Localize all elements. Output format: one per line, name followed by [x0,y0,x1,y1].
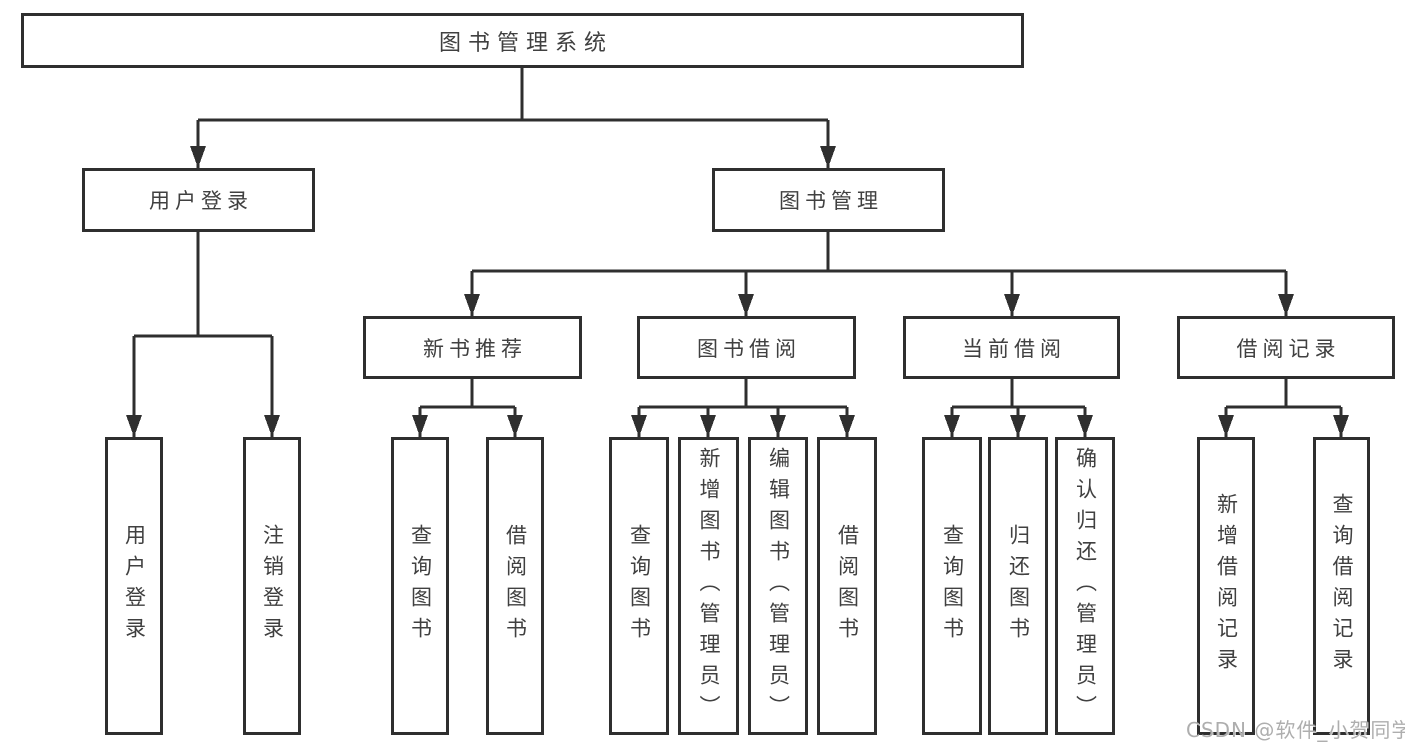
node-label: 新增图书（管理员） [697,446,721,726]
leaf-add-borrowing-record: 新增借阅记录 [1197,437,1255,735]
node-label: 注销登录 [260,524,285,648]
leaf-confirm-return-admin: 确认归还（管理员） [1055,437,1115,735]
leaf-query-books-current: 查询图书 [922,437,982,735]
node-current-borrowing: 当前借阅 [903,316,1120,379]
node-borrowing-records: 借阅记录 [1177,316,1395,379]
node-book-management: 图书管理 [712,168,945,232]
leaf-query-books-recommendation: 查询图书 [391,437,449,735]
node-label: 用户登录 [122,524,147,648]
leaf-return-books: 归还图书 [988,437,1048,735]
leaf-edit-books-admin: 编辑图书（管理员） [748,437,808,735]
node-label: 用户登录 [149,189,253,213]
leaf-logout: 注销登录 [243,437,301,735]
node-library-management-system: 图书管理系统 [21,13,1024,68]
node-label: 查询借阅记录 [1330,493,1354,679]
node-label: 确认归还（管理员） [1073,446,1098,726]
leaf-borrow-books: 借阅图书 [817,437,877,735]
node-label: 查询图书 [627,524,652,648]
leaf-add-books-admin: 新增图书（管理员） [678,437,739,735]
node-label: 新增借阅记录 [1214,493,1239,679]
node-new-book-recommendation: 新书推荐 [363,316,582,379]
leaf-borrow-books-recommendation: 借阅图书 [486,437,544,735]
node-label: 图书借阅 [697,336,801,361]
node-label: 归还图书 [1006,524,1031,648]
node-label: 借阅图书 [835,524,860,648]
node-user-login: 用户登录 [82,168,315,232]
node-book-borrowing: 图书借阅 [637,316,856,379]
node-label: 查询图书 [408,524,433,648]
node-label: 借阅记录 [1236,336,1341,361]
node-label: 图书管理 [779,189,883,213]
node-label: 编辑图书（管理员） [766,446,791,726]
leaf-query-borrowing-record: 查询借阅记录 [1313,437,1370,735]
leaf-user-login: 用户登录 [105,437,163,735]
leaf-query-books-borrowing: 查询图书 [609,437,669,735]
node-label: 新书推荐 [423,336,527,361]
csdn-watermark: CSDN @软件_小贺同学 [1186,718,1405,742]
node-label: 图书管理系统 [438,30,613,56]
node-label: 借阅图书 [503,524,528,648]
node-label: 当前借阅 [962,336,1066,361]
node-label: 查询图书 [940,524,965,648]
